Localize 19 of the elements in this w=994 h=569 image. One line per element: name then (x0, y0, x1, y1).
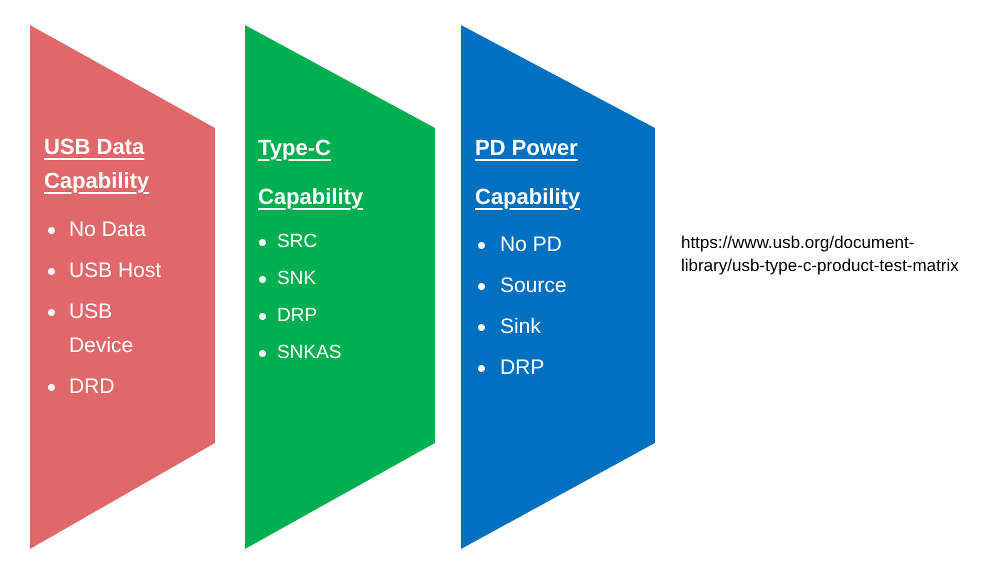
list-item-text: USB Host (69, 258, 162, 284)
list-item-text: No PD (500, 232, 563, 258)
trapezoid-panel (245, 25, 435, 549)
panel-heading: USB Data Capability (44, 133, 150, 195)
list-item-text: USB Device (69, 299, 134, 359)
list-item-text: Sink (500, 314, 542, 340)
list-item-text: No Data (69, 217, 148, 243)
list-item-text: Source (500, 273, 568, 299)
panel-heading: Type-C Capability (258, 134, 364, 211)
list-item-text: DRP (500, 355, 546, 381)
list-item-text: SNK (277, 267, 318, 291)
list-item-text: SNKAS (277, 341, 342, 365)
panel-heading: PD Power Capability (475, 134, 582, 211)
url-text: https://www.usb.org/document-library/usb-type-c-product-test-matrix (681, 232, 960, 277)
list-item-text: DRD (69, 374, 116, 400)
trapezoid-panel (461, 25, 655, 549)
list-item-text: SRC (277, 230, 318, 254)
list-item-text: DRP (277, 304, 318, 328)
trapezoid-panel (30, 25, 215, 549)
